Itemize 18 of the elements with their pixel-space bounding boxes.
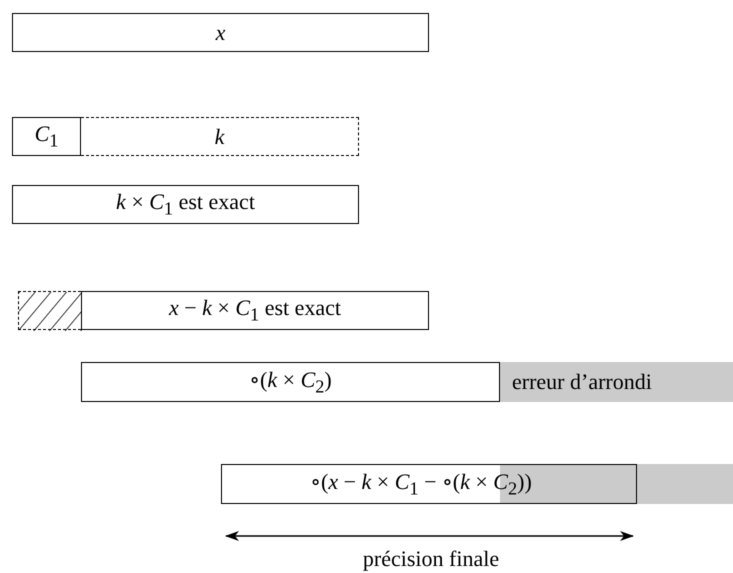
product-bar (12, 185, 359, 224)
difference-bar (81, 291, 429, 330)
error-band (500, 362, 733, 402)
formula-text: ∘(x − k × C$_{1}$ − ∘(k × C$_{2}$)) (310, 468, 532, 500)
error-text: erreur d’arrondi (512, 369, 652, 395)
formula-text: ∘(k × C$_{2}$) (249, 366, 332, 398)
formula-text: C$_{1}$ (34, 121, 58, 152)
result-bar (221, 464, 637, 504)
formula-text: x (216, 20, 226, 46)
constant-box (12, 117, 81, 156)
dimension-label: précision finale (362, 546, 500, 571)
value-bar (12, 13, 429, 52)
formula-text: x − k × C$_{1}$ est exact (168, 295, 342, 326)
formula-text: k × C$_{1}$ est exact (116, 189, 255, 220)
dashed-box (81, 117, 359, 156)
hatched-box (18, 291, 81, 330)
formula-text: k (214, 124, 224, 150)
rounded-product-bar (81, 362, 500, 402)
